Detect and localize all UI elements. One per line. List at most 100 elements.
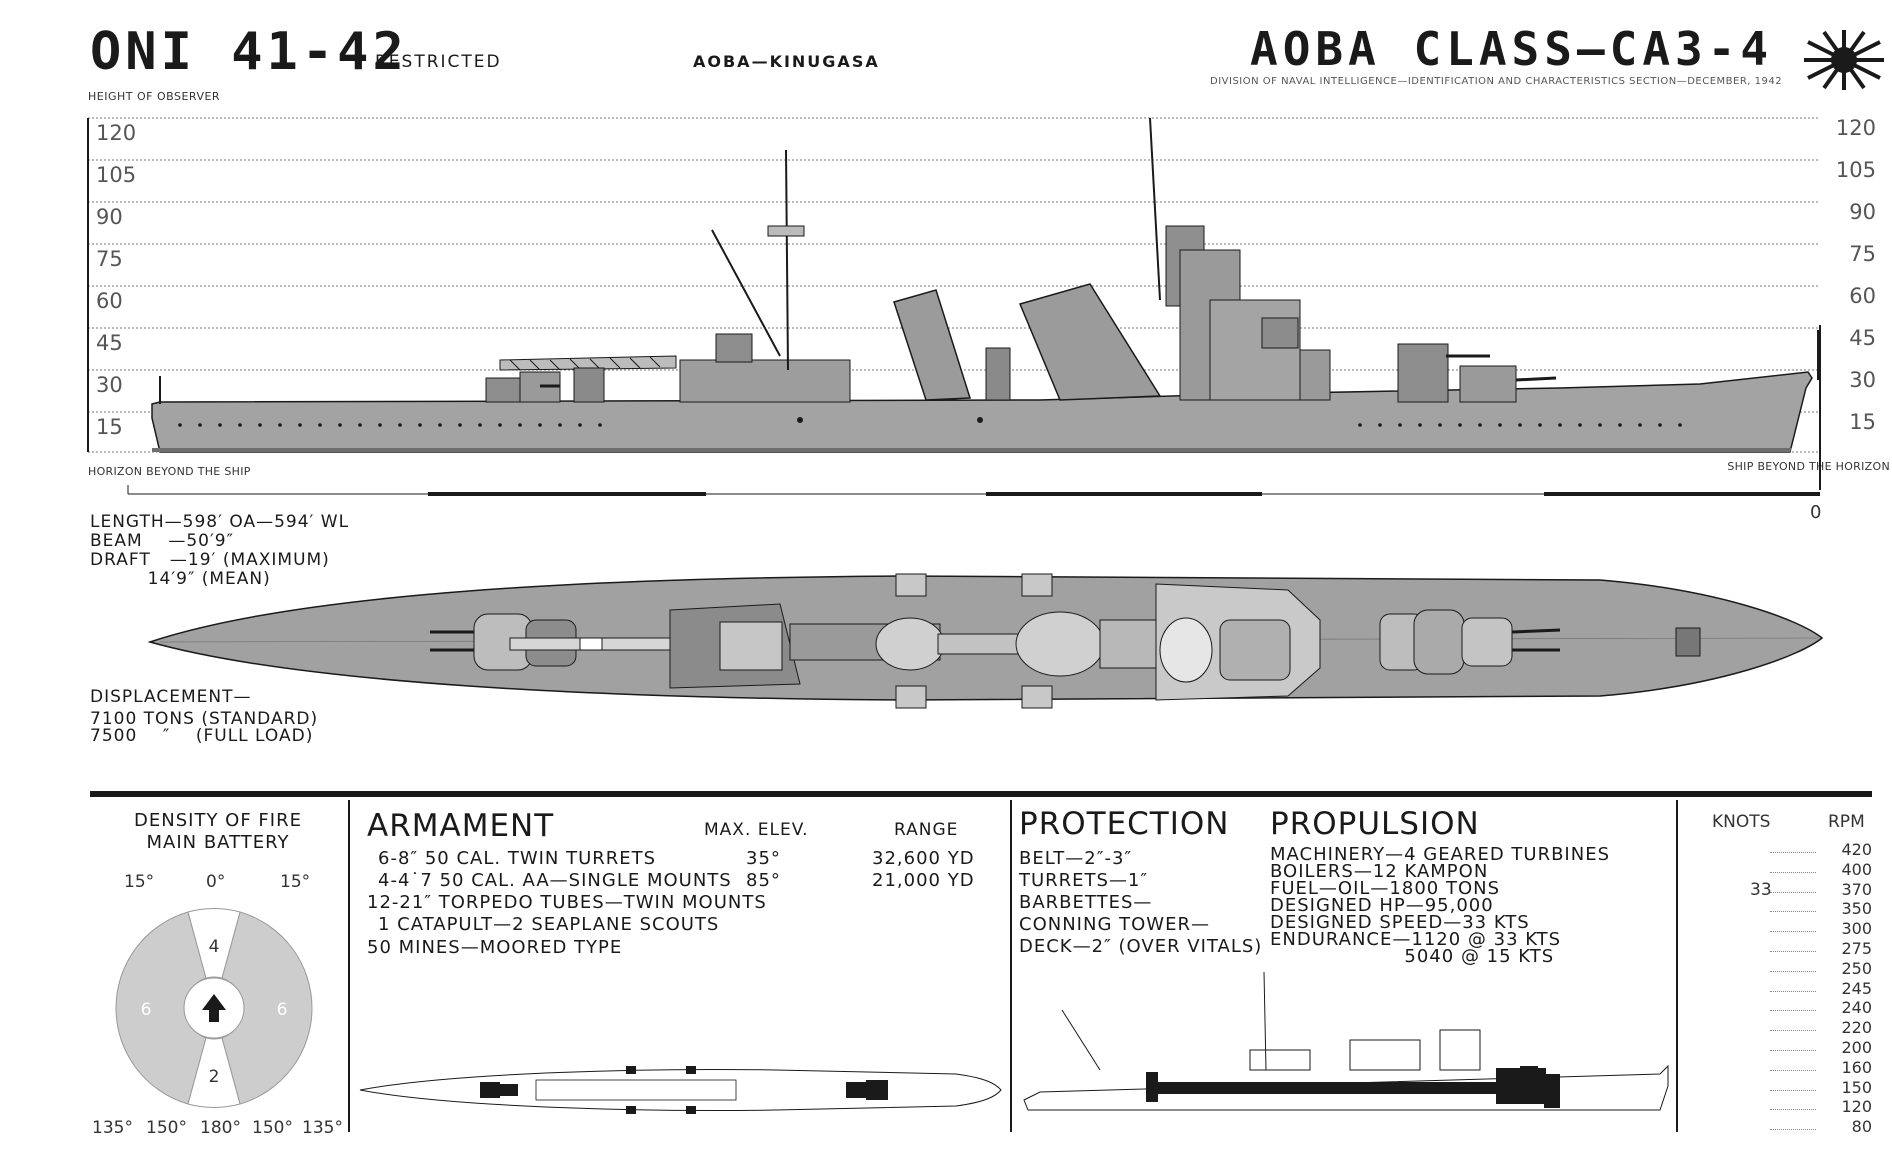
scale-label-left: 45 — [96, 331, 123, 355]
speed-row-leader — [1770, 1129, 1816, 1130]
ship-plan-drawing — [147, 573, 1824, 709]
speed-row-leader — [1770, 892, 1816, 893]
displacement-standard: 7100 TONS (STANDARD) — [90, 709, 319, 729]
horizon-beyond-ship-label: HORIZON BEYOND THE SHIP — [88, 465, 251, 478]
speed-rpm-value: 220 — [1841, 1018, 1872, 1037]
max-elevation-header: MAX. ELEV. — [704, 820, 809, 840]
density-title: DENSITY OF FIRE — [134, 810, 302, 831]
scale-label-right: 15 — [1849, 410, 1876, 434]
armament-elevation: 35° — [746, 848, 781, 869]
scale-label-right: 105 — [1835, 158, 1876, 182]
armament-title: ARMAMENT — [367, 808, 555, 844]
armament-row: 12-21″ TORPEDO TUBES—TWIN MOUNTS — [367, 892, 767, 913]
armament-range: 32,600 YD — [872, 848, 975, 869]
rpm-header: RPM — [1828, 812, 1865, 832]
ship-profile-drawing — [151, 117, 1819, 453]
scale-label-left: 30 — [96, 373, 123, 397]
column-divider — [348, 800, 350, 1132]
speed-row-leader — [1770, 1010, 1816, 1011]
protection-row: BARBETTES— — [1019, 892, 1153, 913]
armament-elevation: 85° — [746, 870, 781, 891]
speed-rpm-value: 300 — [1841, 919, 1872, 938]
speed-row-leader — [1770, 991, 1816, 992]
speed-rpm-value: 240 — [1841, 998, 1872, 1017]
speed-row-leader — [1770, 872, 1816, 873]
armament-row: 1 CATAPULT—2 SEAPLANE SCOUTS — [378, 914, 720, 935]
speed-row-leader — [1770, 911, 1816, 912]
sector-port-value: 6 — [141, 1000, 152, 1020]
speed-rpm-value: 150 — [1841, 1078, 1872, 1097]
height-of-observer-label: HEIGHT OF OBSERVER — [88, 90, 221, 103]
speed-rpm-value: 245 — [1841, 979, 1872, 998]
column-divider — [1010, 800, 1012, 1132]
speed-row-leader — [1770, 1030, 1816, 1031]
speed-row-leader — [1770, 1050, 1816, 1051]
angle-label: 15° — [124, 872, 155, 892]
speed-row-leader — [1770, 951, 1816, 952]
propulsion-row: MACHINERY—4 GEARED TURBINES — [1270, 844, 1610, 865]
speed-rpm-value: 200 — [1841, 1038, 1872, 1057]
angle-label: 135° — [92, 1118, 133, 1138]
armament-row: 50 MINES—MOORED TYPE — [367, 937, 623, 958]
division-credit: DIVISION OF NAVAL INTELLIGENCE—IDENTIFIC… — [1210, 76, 1783, 87]
protection-title: PROTECTION — [1019, 806, 1230, 842]
length-spec: LENGTH—598′ OA—594′ WL — [90, 512, 350, 532]
speed-rpm-value: 400 — [1841, 860, 1872, 879]
propulsion-row: FUEL—OIL—1800 TONS — [1270, 878, 1501, 899]
bow-direction-arrow-icon — [202, 994, 226, 1022]
speed-rpm-value: 80 — [1851, 1117, 1872, 1136]
density-of-fire-diagram: 4 2 6 6 — [115, 908, 313, 1108]
scale-label-right: 30 — [1849, 368, 1876, 392]
angle-label: 150° — [146, 1118, 187, 1138]
propulsion-row: BOILERS—12 KAMPON — [1270, 861, 1489, 882]
classification-label: RESTRICTED — [375, 52, 502, 72]
speed-rpm-value: 350 — [1841, 899, 1872, 918]
gun-arcs-plan-drawing — [359, 1066, 1002, 1114]
speed-row-leader — [1770, 931, 1816, 932]
ship-beyond-horizon-label: SHIP BEYOND THE HORIZON — [1727, 460, 1890, 473]
speed-rpm-value: 420 — [1841, 840, 1872, 859]
draft-max-spec: DRAFT —19′ (MAXIMUM) — [90, 550, 330, 570]
scale-label-right: 45 — [1849, 326, 1876, 350]
displacement-label: DISPLACEMENT— — [90, 687, 252, 707]
knots-header: KNOTS — [1712, 812, 1771, 832]
scale-label-left: 105 — [96, 163, 137, 187]
scale-label-right: 75 — [1849, 242, 1876, 266]
scale-label-left: 75 — [96, 247, 123, 271]
propulsion-row: DESIGNED HP—95,000 — [1270, 895, 1494, 916]
class-title: AOBA CLASS—CA3-4 — [1250, 22, 1774, 76]
scale-label-right: 60 — [1849, 284, 1876, 308]
column-divider — [1676, 800, 1678, 1132]
rising-sun-emblem — [1804, 30, 1884, 90]
beam-spec: BEAM —50′9″ — [90, 531, 234, 551]
protection-row: BELT—2″-3″ — [1019, 848, 1133, 869]
sector-fore-value: 4 — [209, 937, 220, 957]
protection-row: DECK—2″ (OVER VITALS) — [1019, 936, 1263, 957]
sector-aft-value: 2 — [209, 1067, 220, 1087]
sector-starboard-value: 6 — [277, 1000, 288, 1020]
propulsion-row: DESIGNED SPEED—33 KTS — [1270, 912, 1530, 933]
armament-row: 4-4˙7 50 CAL. AA—SINGLE MOUNTS — [378, 870, 732, 891]
speed-row-leader — [1770, 1090, 1816, 1091]
displacement-full-load: 7500 ″ (FULL LOAD) — [90, 726, 314, 746]
scale-label-right: 90 — [1849, 200, 1876, 224]
armament-row: 6-8″ 50 CAL. TWIN TURRETS — [378, 848, 657, 869]
scale-label-left: 15 — [96, 415, 123, 439]
speed-row-leader — [1770, 852, 1816, 853]
scale-label-left: 120 — [96, 121, 137, 145]
scale-label-right: 120 — [1835, 116, 1876, 140]
speed-rpm-value: 370 — [1841, 880, 1872, 899]
angle-label: 15° — [280, 872, 311, 892]
speed-row-leader — [1770, 1070, 1816, 1071]
protection-row: CONNING TOWER— — [1019, 914, 1210, 935]
angle-label: 135° — [302, 1118, 343, 1138]
speed-knots-value: 33 — [1750, 880, 1772, 900]
speed-rpm-value: 160 — [1841, 1058, 1872, 1077]
section-divider — [90, 791, 1872, 797]
speed-row-leader — [1770, 971, 1816, 972]
speed-row-leader — [1770, 1109, 1816, 1110]
scale-label-left: 90 — [96, 205, 123, 229]
draft-mean-spec: 14′9″ (MEAN) — [90, 569, 271, 589]
angle-label: 150° — [252, 1118, 293, 1138]
armor-profile-drawing — [1023, 971, 1669, 1111]
